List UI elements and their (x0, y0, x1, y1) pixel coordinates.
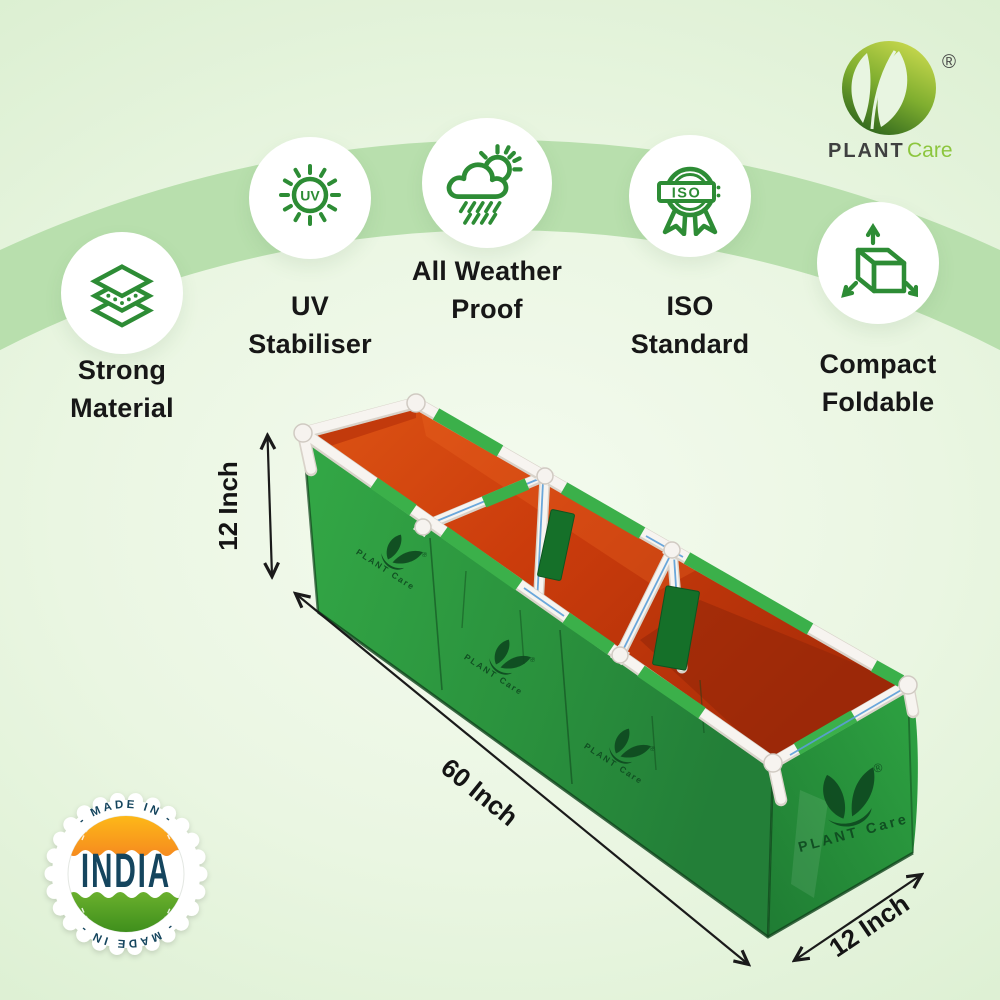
brand-logo: ® PLANT Care (828, 41, 956, 162)
feature-line: UV (291, 291, 329, 321)
feature-line: Material (70, 393, 174, 423)
length-label: 60 Inch (435, 752, 524, 832)
svg-text:UV: UV (300, 188, 320, 204)
feature-line: Standard (630, 329, 750, 359)
feature-label-uv-stabiliser: UV Stabiliser (248, 287, 372, 363)
feature-circle-strong-material (61, 232, 183, 354)
feature-circle-iso-standard: ISO (629, 135, 751, 257)
feature-line: Proof (451, 294, 523, 324)
made-in-india-badge: INDIA - MADE IN - - MADE IN - (44, 792, 208, 956)
feature-label-iso-standard: ISO Standard (631, 287, 750, 363)
width-arrow (795, 875, 921, 960)
feature-circle-compact-foldable (817, 202, 939, 324)
fabric-strap (537, 509, 575, 581)
height-label: 12 Inch (213, 461, 243, 551)
feature-line: Compact (819, 349, 937, 379)
svg-text:ISO: ISO (672, 186, 701, 202)
badge-green-band (68, 892, 184, 932)
feature-circle-uv-stabiliser: UV (249, 137, 371, 259)
plant-care-leaf-icon (842, 41, 936, 135)
badge-country-label: INDIA (81, 845, 171, 898)
cube-expand-icon (841, 223, 918, 298)
iso-ribbon-badge-icon: ISO (657, 166, 721, 236)
svg-text:®: ® (420, 549, 430, 560)
length-arrow (296, 594, 748, 964)
width-label: 12 Inch (823, 888, 914, 963)
feature-line: Stabiliser (248, 329, 372, 359)
badge-saffron-band (68, 816, 184, 856)
feature-label-strong-material: Strong Material (70, 351, 174, 427)
uv-sun-icon: UV (279, 164, 341, 226)
layers-icon (90, 264, 154, 328)
height-arrow (268, 436, 273, 576)
feature-label-compact-foldable: Compact Foldable (820, 345, 937, 421)
brand-name-plant: PLANT (828, 140, 905, 162)
feature-line: All Weather (411, 256, 563, 286)
feature-line: ISO (666, 291, 714, 321)
brand-registered-mark: ® (942, 52, 956, 73)
sun-cloud-rain-icon (446, 144, 523, 225)
svg-text:®: ® (872, 760, 884, 776)
feature-label-all-weather-proof: All Weather Proof (412, 252, 562, 328)
brand-name-care: Care (907, 139, 953, 162)
feature-circle-all-weather-proof (422, 118, 552, 248)
feature-line: Strong (77, 355, 167, 385)
feature-line: Foldable (821, 387, 935, 417)
